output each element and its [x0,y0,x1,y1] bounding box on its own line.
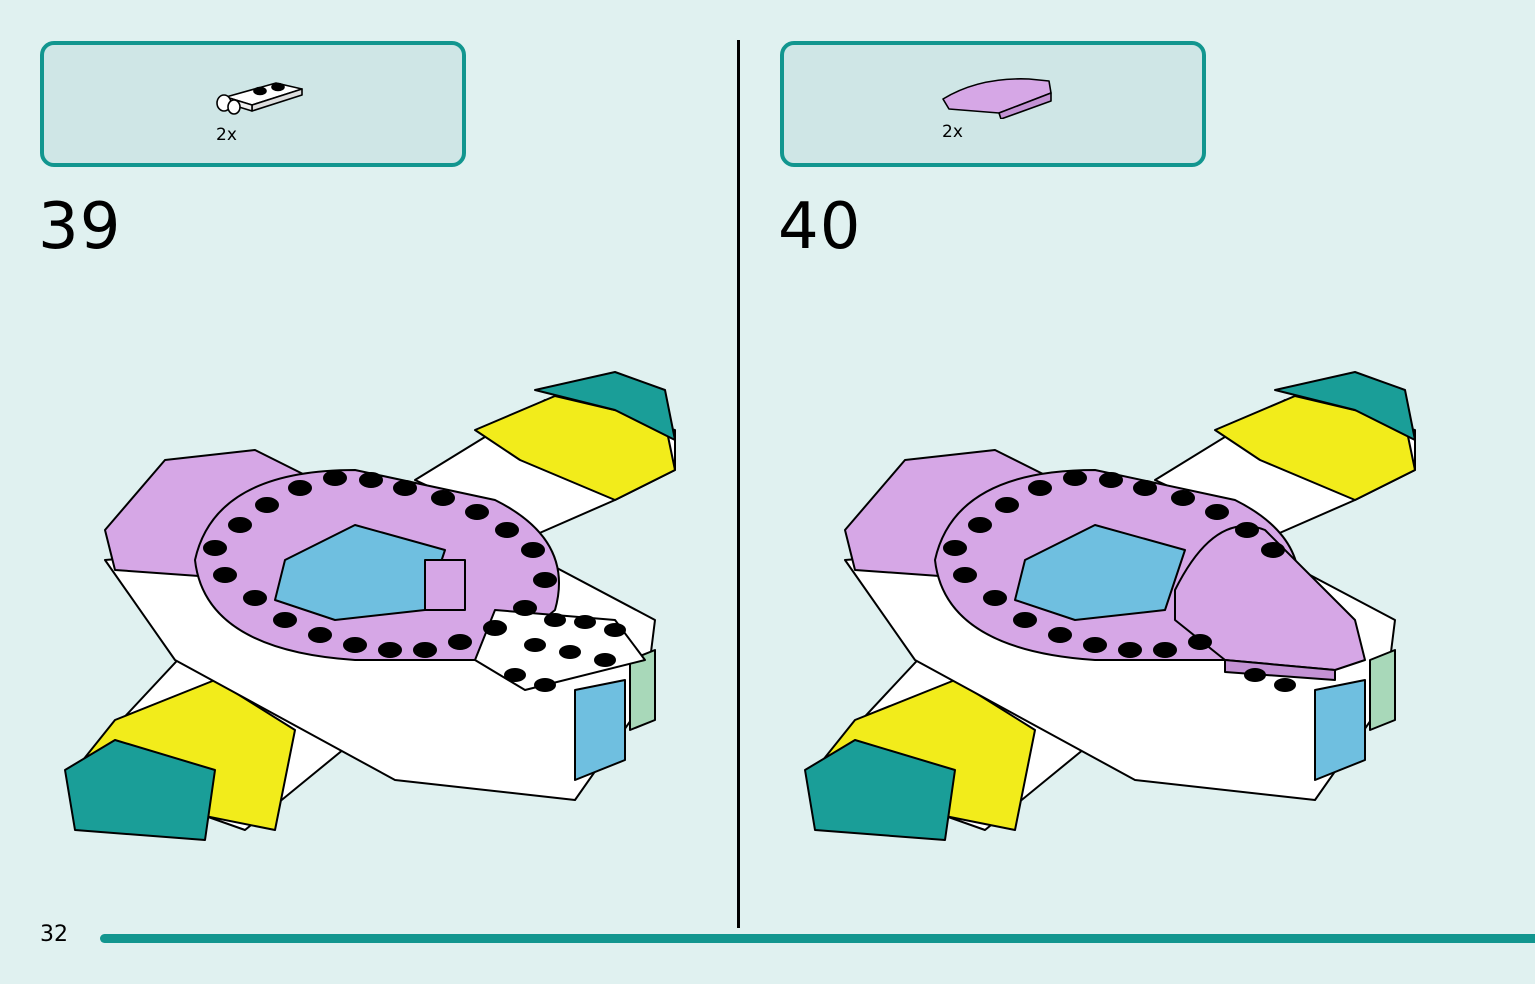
model-assembly-step-39-image [64,371,676,841]
page-number: 32 [40,922,68,947]
model-assembly-step-40-image [804,371,1416,841]
footer-bar [100,934,1535,943]
step-number-40: 40 [778,190,862,264]
lavender-curved-slope-icon [942,78,1052,119]
step-number-39: 39 [38,190,122,264]
step-divider [737,40,740,928]
part-quantity: 2x [216,125,237,145]
parts-callout-step-40: 2x [780,41,1206,167]
white-clip-plate-icon [216,82,303,115]
part-quantity: 2x [942,122,963,142]
parts-callout-step-39: 2x [40,41,466,167]
